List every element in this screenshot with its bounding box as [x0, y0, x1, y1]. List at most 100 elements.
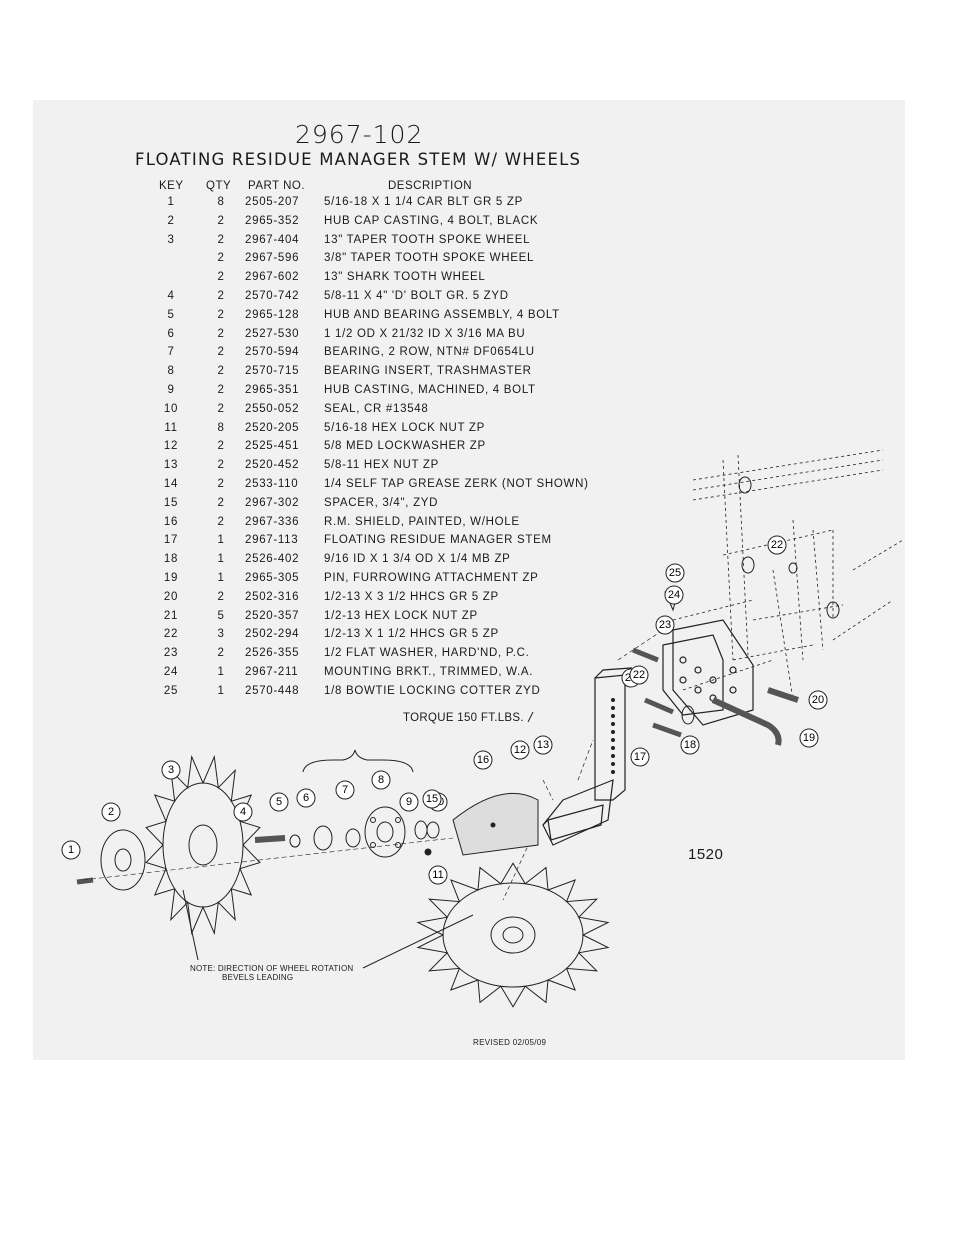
lock-nut-11 — [424, 848, 432, 856]
planter-frame-outline — [672, 449, 904, 701]
part-qty: 2 — [217, 383, 225, 396]
callout-2: 2 — [101, 802, 121, 822]
part-description: 13" SHARK TOOTH WHEEL — [324, 271, 486, 284]
part-qty: 2 — [217, 590, 225, 603]
callout-12: 12 — [510, 740, 530, 760]
part-number: 2967-602 — [245, 271, 300, 284]
part-description: BEARING, 2 ROW, NTN# DF0654LU — [324, 346, 535, 359]
part-key: 12 — [163, 440, 179, 453]
washer-18 — [681, 705, 695, 725]
part-key: 1 — [167, 196, 175, 208]
spacer-15 — [426, 821, 440, 839]
part-qty: 1 — [217, 553, 225, 566]
part-qty: 2 — [217, 289, 225, 302]
part-key: 13 — [163, 459, 179, 472]
part-description: 1/2-13 HEX LOCK NUT ZP — [324, 609, 478, 622]
rotation-note-line1: NOTE: DIRECTION OF WHEEL ROTATION — [190, 964, 354, 973]
part-description: 13" TAPER TOOTH SPOKE WHEEL — [324, 233, 531, 246]
wheel-teeth — [416, 862, 610, 1008]
part-number: 2505-207 — [245, 196, 300, 208]
hub-cap — [100, 829, 146, 891]
part-qty: 5 — [217, 609, 225, 622]
part-qty: 2 — [217, 440, 225, 453]
callout-label: 4 — [240, 806, 246, 818]
bearing-7 — [313, 825, 333, 851]
callout-label: 12 — [514, 744, 526, 756]
callout-label: 23 — [659, 619, 671, 631]
part-description: PIN, FURROWING ATTACHMENT ZP — [324, 571, 539, 584]
callout-5: 5 — [269, 792, 289, 812]
callout-label: 20 — [812, 694, 824, 706]
callout-label: 22 — [771, 539, 783, 551]
part-description: FLOATING RESIDUE MANAGER STEM — [324, 534, 552, 547]
part-number: 2965-352 — [245, 214, 300, 227]
part-description: BEARING INSERT, TRASHMASTER — [324, 365, 532, 378]
callout-label: 25 — [669, 567, 681, 579]
column-header-description: DESCRIPTION — [388, 180, 473, 192]
callout-9: 9 — [399, 792, 419, 812]
part-number: 2965-128 — [245, 308, 300, 321]
column-header-qty: QTY — [206, 180, 232, 192]
bolt-lower — [652, 722, 682, 738]
callout-label: 3 — [168, 764, 174, 776]
part-number: 2967-211 — [245, 665, 299, 678]
part-number: 2570-448 — [245, 684, 300, 697]
callout-label: 17 — [634, 751, 646, 763]
callout-18: 18 — [680, 735, 700, 755]
callout-label: 1 — [68, 844, 74, 856]
callout-label: 18 — [684, 739, 696, 751]
part-number: 2550-052 — [245, 402, 300, 415]
part-number: 2965-351 — [245, 383, 300, 396]
callout-label: 7 — [342, 784, 348, 796]
table-row: 12 2 2525-451 5/8 MED LOCKWASHER ZP — [33, 436, 633, 455]
part-description: 5/8 MED LOCKWASHER ZP — [324, 440, 486, 453]
part-number: 2967-302 — [245, 496, 300, 509]
hub-assembly-bracket — [302, 749, 414, 773]
part-key: 2 — [167, 214, 175, 227]
part-description: 3/8" TAPER TOOTH SPOKE WHEEL — [324, 252, 535, 265]
part-qty: 8 — [217, 421, 225, 434]
part-qty: 2 — [217, 515, 225, 528]
part-key: 18 — [163, 553, 179, 566]
bolt-22-left — [632, 647, 659, 663]
exploded-view-diagram: 1234567891011121315161718192021222324252… — [61, 449, 904, 1008]
part-key: 20 — [163, 590, 179, 603]
part-qty: 2 — [217, 308, 225, 321]
hub-casting-9 — [364, 806, 406, 858]
wheel-teeth — [145, 754, 261, 936]
part-number: 2525-451 — [245, 440, 300, 453]
part-description: HUB AND BEARING ASSEMBLY, 4 BOLT — [324, 308, 560, 321]
callout-label: 2 — [108, 806, 114, 818]
part-number: 2533-110 — [245, 477, 299, 490]
spoke-wheel-right — [442, 882, 584, 988]
part-number: 2526-355 — [245, 647, 300, 660]
callout-label: 15 — [426, 793, 438, 805]
part-qty: 1 — [217, 534, 225, 547]
part-description: HUB CAP CASTING, 4 BOLT, BLACK — [324, 214, 539, 227]
stem — [542, 667, 633, 846]
part-description: 1/2 FLAT WASHER, HARD'ND, P.C. — [324, 647, 530, 660]
part-qty: 3 — [217, 628, 225, 641]
part-key: 15 — [163, 496, 179, 509]
callout-25: 25 — [665, 563, 685, 583]
shield — [452, 792, 539, 856]
part-number: 2520-452 — [245, 459, 300, 472]
frame-bolts — [738, 476, 840, 619]
callout-1: 1 — [61, 840, 81, 860]
part-description: R.M. SHIELD, PAINTED, W/HOLE — [324, 515, 520, 528]
part-qty: 2 — [217, 327, 225, 340]
callout-label: 22 — [633, 669, 645, 681]
callout-24: 24 — [664, 585, 684, 605]
